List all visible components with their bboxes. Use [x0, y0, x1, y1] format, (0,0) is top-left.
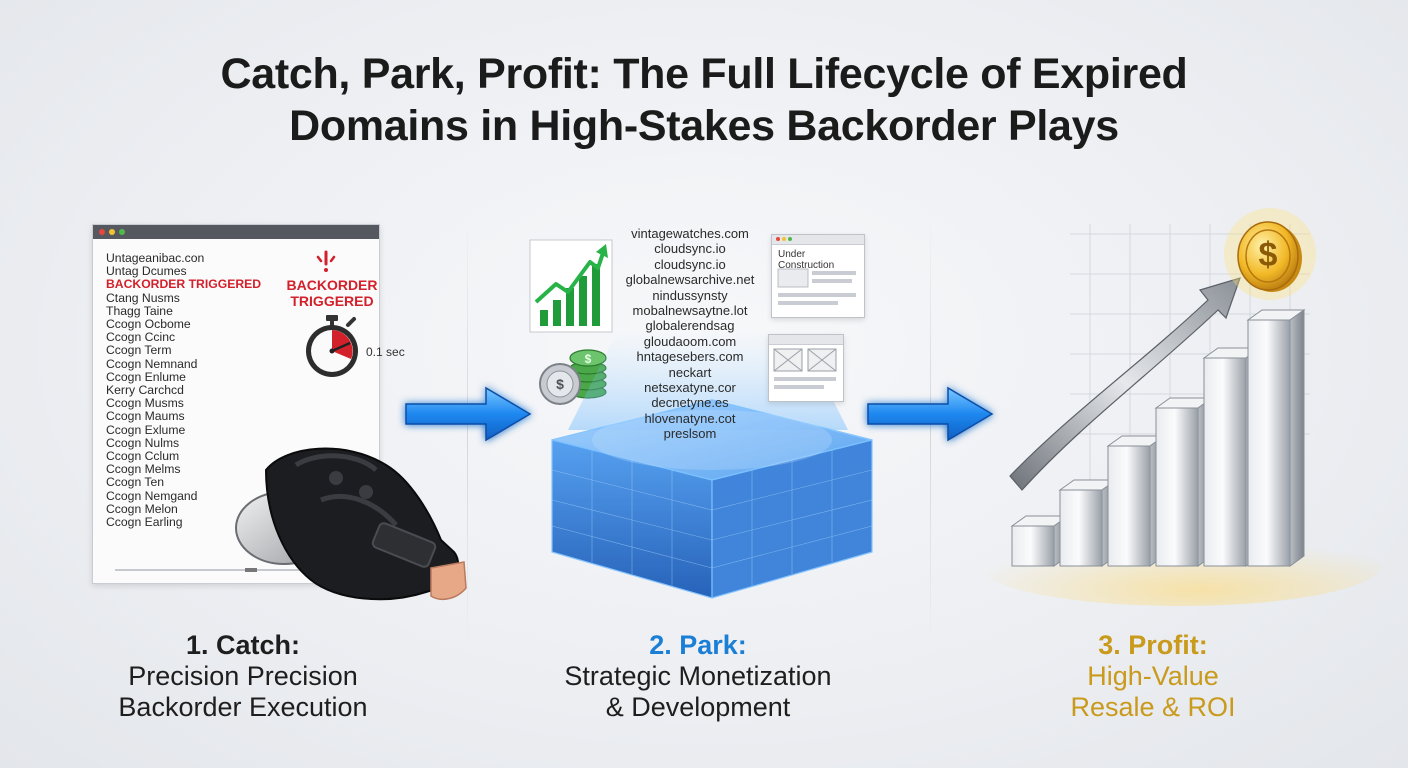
domain-list-item: Ccogn Cclum: [106, 449, 180, 464]
parked-domain-item: hlovenatyne.cot: [644, 410, 736, 426]
svg-text:$: $: [556, 376, 564, 392]
parked-domain-item: cloudsync.io: [654, 241, 726, 257]
scrollbar-thumb[interactable]: [245, 568, 257, 572]
trigger-line-2: TRIGGERED: [290, 293, 374, 309]
catch-label-line-1: Precision Precision: [128, 661, 358, 691]
catch-step-heading: 1. Catch:: [185, 630, 301, 660]
domain-list-item: Ccogn Ocbome: [106, 317, 191, 332]
parked-domain-item: neckart: [668, 364, 712, 380]
parked-domain-item: globalerendsag: [645, 318, 735, 334]
domain-list-item: Ccogn Nemnand: [106, 356, 198, 371]
domain-list-item: Ccogn Nulms: [106, 435, 180, 450]
coin-stack-icon: $ $: [539, 349, 607, 405]
parked-domain-item: nindussynsty: [652, 287, 728, 303]
parked-domain-item: hntagesebers.com: [636, 349, 744, 365]
trigger-line-1: BACKORDER: [286, 277, 378, 293]
park-step-heading: 2. Park:: [649, 630, 747, 660]
backorder-triggered-alert: BACKORDER TRIGGERED: [282, 277, 382, 309]
parked-domain-item: decnetyne.es: [651, 395, 729, 411]
horizontal-scrollbar[interactable]: [115, 568, 315, 572]
park-label: 2. Park: Strategic Monetization & Develo…: [530, 630, 866, 723]
wireframe-titlebar: [769, 335, 843, 345]
timer-readout: 0.1 sec: [366, 345, 405, 359]
minimize-dot: [109, 229, 115, 235]
mini-window-titlebar: [772, 235, 864, 245]
profit-label-line-2: Resale & ROI: [1070, 692, 1236, 722]
park-label-line-1: Strategic Monetization: [564, 661, 832, 691]
parked-domain-item: netsexatyne.cor: [644, 380, 736, 396]
domain-list-item: Ctang Nusms: [106, 290, 180, 305]
domain-list-item: Ccogn Melon: [106, 501, 178, 516]
arrow-right-icon-2: [867, 386, 994, 442]
domain-list-item: Ccogn Ten: [106, 475, 165, 490]
svg-text:$: $: [585, 352, 592, 366]
divider-right: [930, 210, 931, 650]
domain-list-item: Ccogn Melms: [106, 462, 181, 477]
coin-dollar-symbol: $: [1258, 236, 1278, 274]
mini-close-dot: [776, 237, 780, 241]
domain-list-item: Ccogn Maums: [106, 409, 185, 424]
catch-label-line-2: Backorder Execution: [118, 692, 368, 722]
divider-left: [467, 210, 468, 650]
growth-chart-icon: [529, 239, 613, 333]
mini-maximize-dot: [788, 237, 792, 241]
wireframe-image-placeholder-icon: [773, 348, 837, 389]
profit-label: 3. Profit: High-Value Resale & ROI: [1030, 630, 1276, 723]
hologram-database-icon: [551, 330, 873, 599]
mini-minimize-dot: [782, 237, 786, 241]
profit-step-heading: 3. Profit:: [1098, 630, 1208, 660]
parked-domain-item: gloudaoom.com: [643, 333, 737, 349]
profit-label-line-1: High-Value: [1087, 661, 1219, 691]
profit-bar-chart-icon: [980, 208, 1380, 606]
park-label-line-2: & Development: [605, 692, 791, 722]
domain-list-item: Ccogn Musms: [106, 396, 184, 411]
parked-domain-item: globalnewsarchive.net: [625, 272, 755, 288]
domain-list-item: Ccogn Enlume: [106, 369, 186, 384]
backorder-triggered-row: BACKORDER TRIGGERED: [106, 277, 262, 292]
wireframe-window: [768, 334, 844, 402]
stopwatch-icon: [306, 315, 358, 377]
domain-list-item: Ccogn Ccinc: [106, 330, 176, 345]
domain-list-item: Thagg Taine: [106, 303, 173, 318]
alert-icon: [316, 250, 336, 272]
close-dot: [99, 229, 105, 235]
parked-domain-item: cloudsync.io: [654, 256, 726, 272]
arrow-right-icon: [405, 386, 532, 442]
page-title: Catch, Park, Profit: The Full Lifecycle …: [0, 48, 1408, 152]
catch-label: 1. Catch: Precision Precision Backorder …: [80, 630, 406, 723]
parked-domain-item: vintagewatches.com: [631, 226, 749, 241]
title-line-2: Domains in High-Stakes Backorder Plays: [289, 102, 1119, 150]
placeholder-lines-icon: [777, 268, 856, 305]
title-line-1: Catch, Park, Profit: The Full Lifecycle …: [220, 50, 1188, 98]
domain-list-item: Ccogn Earling: [106, 515, 183, 530]
domain-list-item: Ccogn Term: [106, 343, 172, 358]
parked-domain-item: mobalnewsaytne.lot: [632, 303, 748, 319]
under-construction-window: Under Construction: [771, 234, 865, 318]
domain-list-item: Kerry Carchcd: [106, 383, 184, 398]
maximize-dot: [119, 229, 125, 235]
window-titlebar: [93, 225, 379, 239]
domain-list-item: Untag Dcumes: [106, 264, 187, 279]
under-construction-text: Under Construction: [778, 249, 835, 271]
domain-list-item: Ccogn Nemgand: [106, 488, 198, 503]
domain-list-item: Ccogn Exlume: [106, 422, 186, 437]
domain-list-item: Untageanibac.con: [106, 251, 205, 265]
parked-domain-item: preslsom: [663, 426, 717, 442]
gloved-hand-mouse-icon: [235, 447, 467, 601]
